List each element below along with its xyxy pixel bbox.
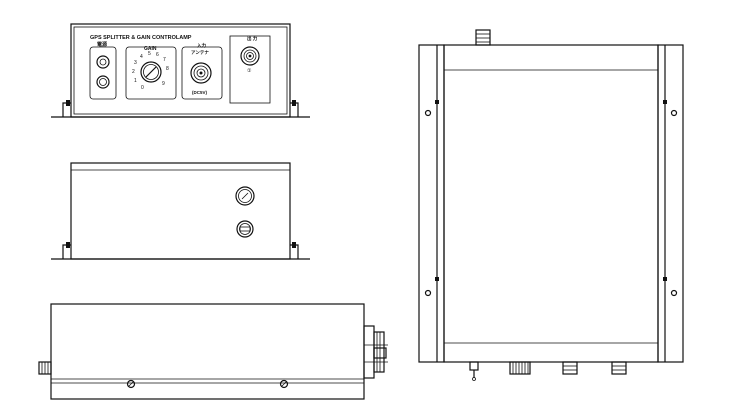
rear-right-screw bbox=[292, 242, 296, 248]
rear-view bbox=[51, 162, 310, 260]
front-panel-inner bbox=[73, 26, 288, 115]
rear-left-screw bbox=[66, 242, 70, 248]
top-view bbox=[418, 29, 684, 381]
gain-tick: 8 bbox=[166, 66, 169, 72]
gain-tick: 1 bbox=[134, 78, 137, 84]
top-rail-screw bbox=[435, 277, 439, 281]
gain-tick: 3 bbox=[134, 60, 137, 66]
side-screw-left bbox=[126, 379, 136, 389]
top-front-input-connector bbox=[562, 361, 578, 375]
gain-tick: 4 bbox=[140, 54, 143, 60]
top-mount-hole bbox=[424, 289, 432, 297]
gain-tick: 2 bbox=[132, 69, 135, 75]
output-label: 出 力 bbox=[247, 35, 258, 42]
top-rail-screw bbox=[435, 100, 439, 104]
top-rail-screw bbox=[663, 100, 667, 104]
side-right-connectors bbox=[363, 325, 388, 379]
top-rail-screw bbox=[663, 277, 667, 281]
input-connector[interactable] bbox=[190, 62, 212, 84]
top-mount-hole bbox=[670, 289, 678, 297]
power-box bbox=[89, 46, 117, 100]
top-body bbox=[443, 44, 659, 363]
output-box bbox=[229, 35, 271, 104]
top-mount-hole bbox=[424, 109, 432, 117]
gain-knob[interactable] bbox=[140, 61, 162, 83]
power-switch[interactable] bbox=[96, 55, 110, 69]
gain-tick: 5 bbox=[148, 51, 151, 57]
input-box bbox=[181, 46, 223, 100]
side-screw-right bbox=[279, 379, 289, 389]
input-label: 入力 bbox=[196, 42, 206, 49]
top-front-gain-knob bbox=[509, 361, 531, 375]
front-left-screw bbox=[66, 100, 70, 106]
gain-label: GAIN bbox=[144, 46, 157, 52]
front-view: GPS SPLITTER & GAIN CONTROLAMP 電源 GAIN 3… bbox=[51, 23, 310, 118]
gain-tick: 7 bbox=[163, 57, 166, 63]
gain-tick: 0 bbox=[141, 85, 144, 91]
rear-housing bbox=[70, 162, 291, 260]
input-note: (DC5V) bbox=[192, 90, 208, 95]
power-label: 電源 bbox=[97, 41, 107, 48]
top-rear-connector bbox=[475, 29, 491, 46]
top-front-power-switch bbox=[469, 361, 479, 381]
power-lamp bbox=[96, 75, 110, 89]
side-housing bbox=[50, 303, 365, 400]
top-front-output-connector bbox=[611, 361, 627, 375]
rear-grommet bbox=[235, 186, 255, 206]
output-connector[interactable] bbox=[240, 46, 260, 66]
gain-scale: 3 4 5 6 7 8 9 2 1 0 bbox=[132, 51, 169, 91]
side-view bbox=[38, 303, 388, 400]
top-right-flange bbox=[657, 44, 684, 363]
top-left-flange bbox=[418, 44, 445, 363]
rear-fuse-holder bbox=[236, 220, 254, 238]
output-sub-label: ① bbox=[247, 68, 252, 74]
front-housing bbox=[70, 23, 291, 118]
input-label-antenna: アンテナ bbox=[191, 50, 209, 56]
gain-box bbox=[125, 46, 177, 100]
front-panel-title: GPS SPLITTER & GAIN CONTROLAMP bbox=[90, 35, 192, 41]
gain-tick: 9 bbox=[162, 81, 165, 87]
top-mount-hole bbox=[670, 109, 678, 117]
gain-tick: 6 bbox=[156, 52, 159, 58]
front-right-screw bbox=[292, 100, 296, 106]
side-left-connector bbox=[38, 361, 52, 375]
